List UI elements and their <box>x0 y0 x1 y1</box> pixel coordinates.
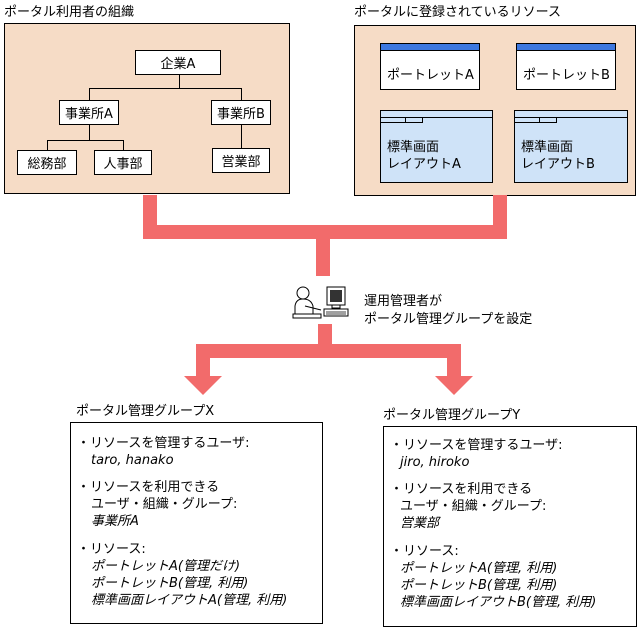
flow-pipe <box>143 225 507 239</box>
layout-a-label: 標準画面 レイアウトA <box>387 139 461 173</box>
org-connector <box>89 88 241 89</box>
group-x-resource-item: ポートレットA(管理だけ) <box>91 559 241 574</box>
admin-caption-line: ポータル管理グループを設定 <box>364 312 533 327</box>
administrator-at-computer-icon <box>292 286 349 319</box>
group-y-box: ・リソースを管理するユーザ: jiro, hiroko ・リソースを利用できる … <box>383 426 637 627</box>
layout-a: 標準画面 レイアウトA <box>380 110 493 183</box>
group-x-manage-users-value: taro, hanako <box>91 453 174 468</box>
admin-caption: 運用管理者が ポータル管理グループを設定 <box>364 293 532 329</box>
portlet-titlebar <box>517 44 615 51</box>
arrow-down-icon <box>184 376 222 395</box>
org-node-office-a: 事業所A <box>59 100 119 125</box>
group-x-title: ポータル管理グループX <box>76 404 215 419</box>
flow-pipe <box>196 344 210 378</box>
org-connector <box>179 74 180 88</box>
org-panel-title: ポータル利用者の組織 <box>4 5 135 20</box>
group-x-manage-users-label: ・リソースを管理するユーザ: <box>77 436 250 451</box>
layout-header <box>381 111 492 118</box>
group-x-usable-value: 事業所A <box>91 514 139 529</box>
arrow-down-icon <box>435 376 473 395</box>
flow-pipe <box>447 344 461 378</box>
layout-tab <box>405 117 423 123</box>
group-y-resource-item: 標準画面レイアウトB(管理, 利用) <box>400 595 597 610</box>
org-node-office-b: 事業所B <box>211 100 271 125</box>
portlet-b-label: ポートレットB <box>523 68 610 83</box>
org-connector <box>241 88 242 100</box>
group-y-usable-label: ・リソースを利用できる <box>390 482 533 497</box>
org-node-dept-general: 総務部 <box>17 150 77 175</box>
admin-caption-line: 運用管理者が <box>364 294 443 309</box>
layout-tab <box>381 117 406 123</box>
group-x-usable-label-2: ユーザ・組織・グループ: <box>91 497 238 512</box>
layout-header <box>515 111 627 118</box>
group-y-title: ポータル管理グループY <box>383 408 521 423</box>
layout-b: 標準画面 レイアウトB <box>514 110 628 183</box>
group-y-usable-value: 営業部 <box>400 516 440 531</box>
group-y-resources-label: ・リソース: <box>390 544 459 559</box>
group-y-resource-item: ポートレットB(管理, 利用) <box>400 578 558 593</box>
org-connector <box>241 124 242 148</box>
group-x-box: ・リソースを管理するユーザ: taro, hanako ・リソースを利用できる … <box>70 422 323 624</box>
flow-pipe <box>196 344 461 358</box>
layout-b-label-line: レイアウトB <box>521 157 595 172</box>
group-x-resources-label: ・リソース: <box>77 542 146 557</box>
layout-b-label-line: 標準画面 <box>521 140 574 155</box>
group-y-manage-users-value: jiro, hiroko <box>400 455 470 470</box>
layout-tab <box>539 117 557 123</box>
group-y-manage-users-label: ・リソースを管理するユーザ: <box>390 438 563 453</box>
layout-b-label: 標準画面 レイアウトB <box>521 139 595 173</box>
org-node-dept-sales: 営業部 <box>212 148 270 173</box>
org-connector <box>89 124 90 140</box>
org-node-dept-hr: 人事部 <box>94 150 152 175</box>
group-x-resource-item: ポートレットB(管理, 利用) <box>91 576 249 591</box>
group-x-usable-label: ・リソースを利用できる <box>77 480 220 495</box>
group-y-usable-label-2: ユーザ・組織・グループ: <box>400 499 547 514</box>
org-connector <box>123 140 124 150</box>
group-x-resource-item: 標準画面レイアウトA(管理, 利用) <box>91 593 288 608</box>
portlet-titlebar <box>381 44 479 51</box>
org-connector <box>47 140 123 141</box>
layout-a-label-line: 標準画面 <box>387 140 440 155</box>
org-node-company: 企業A <box>135 50 221 75</box>
resources-panel-title: ポータルに登録されているリソース <box>354 5 561 20</box>
org-connector <box>89 88 90 100</box>
portlet-a: ポートレットA <box>380 43 480 90</box>
layout-tab <box>515 117 540 123</box>
org-connector <box>47 140 48 150</box>
layout-a-label-line: レイアウトA <box>387 157 461 172</box>
portlet-b: ポートレットB <box>516 43 616 90</box>
portlet-a-label: ポートレットA <box>387 68 474 83</box>
group-y-resource-item: ポートレットA(管理, 利用) <box>400 561 558 576</box>
flow-pipe <box>316 239 330 276</box>
